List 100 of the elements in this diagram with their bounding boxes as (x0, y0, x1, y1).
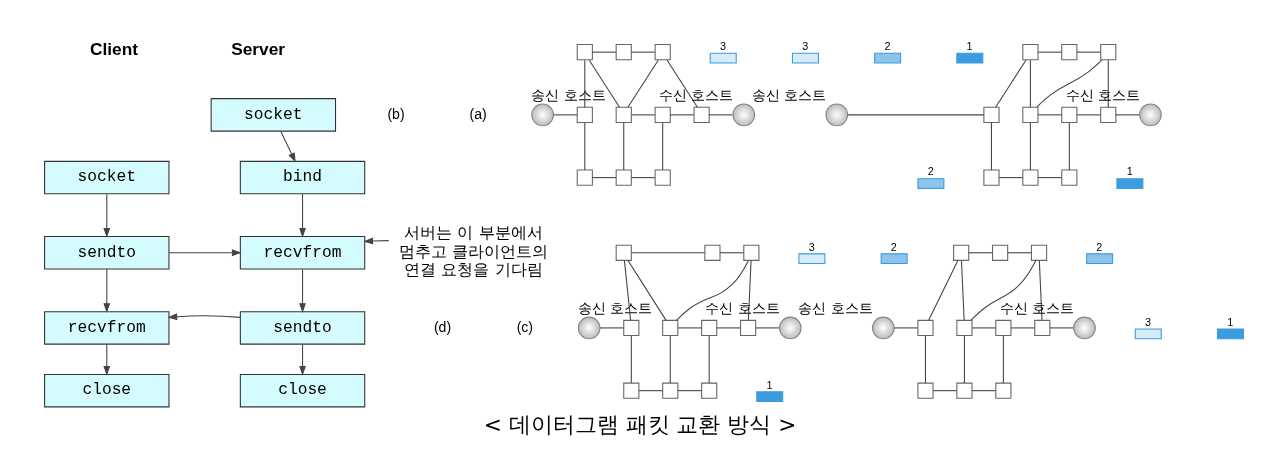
node-circle (531, 103, 554, 127)
connector (584, 122, 586, 171)
connector (747, 260, 752, 321)
node-box: sendto (44, 236, 170, 270)
label: 1 (1227, 315, 1234, 328)
node-box (701, 382, 718, 399)
node-circle (871, 316, 895, 340)
label: (b) (387, 105, 405, 122)
node-box (995, 319, 1012, 337)
node-box: recvfrom (44, 311, 170, 345)
node-text: 서버는 이 부분에서 멈추고 클라이언트의 연결 요청을 기다림 (398, 223, 548, 279)
connector (1037, 177, 1063, 179)
node-box: bind (239, 160, 366, 195)
connector (630, 252, 706, 254)
node-label: 송신 호스트 (798, 300, 873, 317)
label: 3 (802, 39, 809, 52)
node-box (701, 319, 718, 337)
node-box (1030, 244, 1048, 261)
connector (630, 335, 632, 384)
label: Client (90, 39, 139, 60)
node-circle (1073, 316, 1096, 340)
label: 2 (927, 165, 934, 178)
connector (669, 335, 671, 384)
node-box (693, 106, 710, 123)
node-box (992, 244, 1009, 261)
connector (963, 335, 965, 384)
node-circle (577, 316, 601, 340)
connector (627, 260, 667, 321)
connector (630, 114, 656, 116)
connector (1029, 122, 1031, 171)
node-box (1100, 44, 1117, 61)
node-circle (732, 103, 756, 127)
node-box: close (44, 373, 170, 408)
node-label: 송신 호스트 (751, 87, 827, 104)
connector (990, 122, 992, 171)
connector (716, 327, 741, 329)
node-box (623, 382, 640, 399)
node-box (1061, 44, 1078, 61)
connector (971, 390, 997, 392)
connector (630, 177, 656, 179)
arrow (103, 343, 111, 376)
node-label: 수신 호스트 (705, 300, 780, 317)
node-box (1022, 169, 1039, 186)
connector (669, 114, 695, 116)
connector (968, 252, 993, 254)
caption: < 데이터그램 패킷 교환 방식 > (483, 411, 797, 437)
connector (662, 122, 664, 171)
node-box: socket (44, 160, 170, 195)
label: 2 (884, 39, 891, 52)
connector (623, 122, 625, 171)
connector (591, 177, 617, 179)
arrow (103, 268, 111, 314)
node-box (983, 106, 1000, 123)
node-box (654, 106, 671, 123)
arrow (299, 193, 306, 238)
node-box (623, 319, 640, 337)
connector (1007, 252, 1032, 254)
connector (1115, 114, 1140, 116)
node-label: 송신 호스트 (577, 300, 653, 317)
node-box (1100, 106, 1117, 123)
connector (1010, 327, 1035, 329)
node-box (615, 44, 632, 61)
connector (627, 59, 659, 108)
node-box (917, 382, 934, 399)
connector (588, 59, 621, 108)
connector (638, 390, 663, 392)
label: (d) (433, 318, 452, 335)
connector (1002, 335, 1004, 384)
connector (998, 177, 1024, 179)
connector (995, 59, 1027, 108)
label: (a) (469, 105, 487, 122)
node-box: close (239, 373, 366, 408)
node-box (662, 382, 679, 399)
node-label: 송신 호스트 (531, 87, 606, 104)
arrow (103, 193, 111, 238)
node-box (662, 319, 679, 337)
arrow (168, 249, 242, 257)
node-box (956, 382, 973, 399)
connector (1076, 114, 1101, 116)
arrow (299, 268, 306, 314)
node-box (743, 244, 760, 261)
node-box (576, 44, 593, 61)
node-box (1022, 106, 1039, 123)
connector (1037, 114, 1063, 116)
node-box (995, 382, 1012, 399)
connector (675, 260, 749, 321)
connector (719, 252, 745, 254)
node-box: socket (210, 98, 337, 132)
label: 3 (720, 39, 727, 52)
node-box (1022, 44, 1039, 61)
label: 3 (1145, 315, 1152, 328)
connector (893, 327, 919, 329)
connector (970, 260, 1037, 321)
connector (677, 327, 702, 329)
node-box (917, 319, 934, 337)
connector (1038, 260, 1043, 321)
node-box: recvfrom (239, 236, 366, 270)
node-circle (1139, 103, 1162, 127)
node-label: 수신 호스트 (658, 87, 734, 104)
label: 2 (1096, 240, 1103, 253)
